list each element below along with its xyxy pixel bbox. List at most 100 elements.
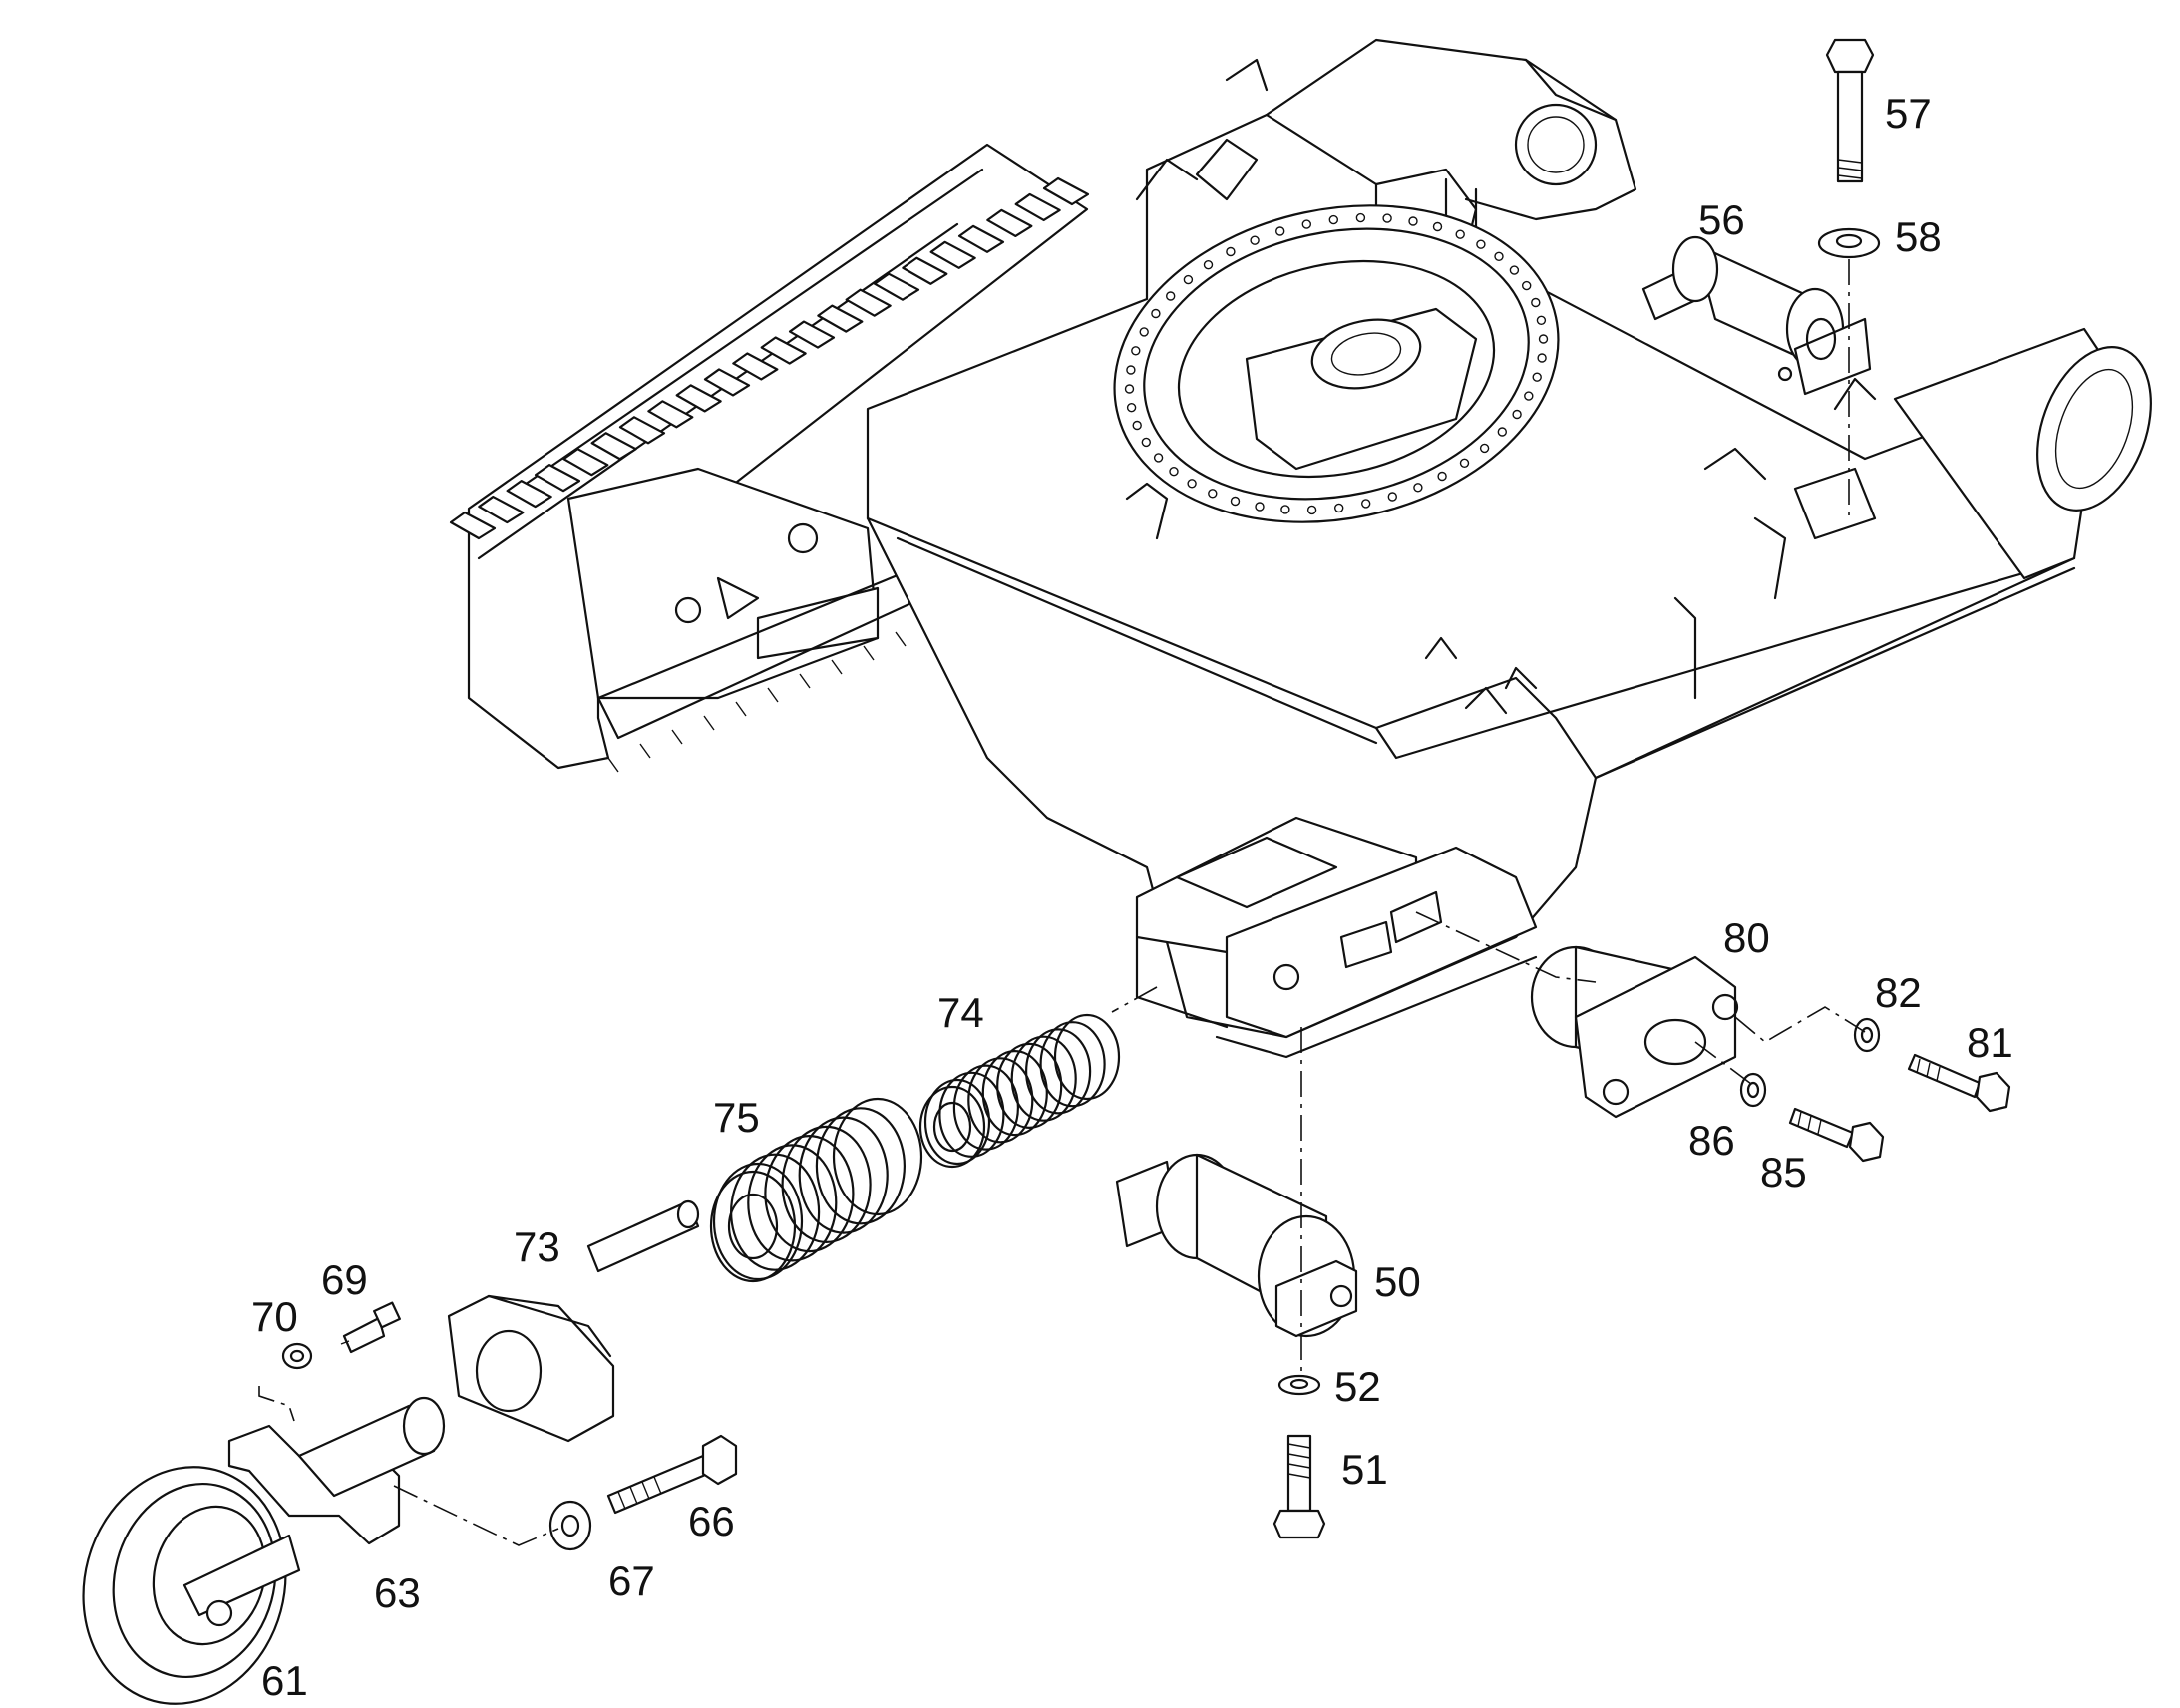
ring-bolt-hole bbox=[1360, 499, 1371, 509]
callout-74: 74 bbox=[937, 989, 984, 1036]
track-frame-front bbox=[1135, 816, 1538, 1059]
track-shoe bbox=[478, 495, 525, 524]
ring-bolt-hole bbox=[1250, 235, 1260, 245]
track-shoe bbox=[845, 288, 892, 317]
ring-bolt-hole bbox=[1432, 221, 1443, 232]
callout-85: 85 bbox=[1760, 1149, 1807, 1196]
spring-coil bbox=[798, 1116, 889, 1234]
callout-82: 82 bbox=[1875, 969, 1922, 1016]
track-shoe bbox=[1042, 176, 1090, 206]
side-frame-beam bbox=[1673, 327, 2152, 700]
callout-58: 58 bbox=[1895, 213, 1942, 260]
part-56-carrier-roller bbox=[1641, 235, 1872, 396]
track-grouser bbox=[639, 743, 651, 759]
track-shoe bbox=[986, 208, 1033, 238]
ring-bolt-hole bbox=[1355, 212, 1366, 223]
ring-bolt-hole bbox=[1230, 496, 1241, 507]
callout-56: 56 bbox=[1698, 196, 1745, 243]
ring-bolt-hole bbox=[1131, 346, 1141, 356]
callout-70: 70 bbox=[251, 1293, 298, 1340]
ring-bolt-hole bbox=[1274, 226, 1285, 236]
spring-coil bbox=[923, 1078, 991, 1166]
spring-coil bbox=[781, 1125, 872, 1244]
ring-bolt-hole bbox=[1479, 443, 1490, 454]
ring-bolt-hole bbox=[1151, 308, 1161, 319]
track-shoe bbox=[760, 336, 807, 365]
callout-73: 73 bbox=[514, 1223, 560, 1270]
track-shoe bbox=[732, 352, 779, 381]
callout-labels: 57 56 58 80 82 81 86 85 74 75 50 52 51 7… bbox=[251, 90, 2013, 1704]
ring-bolt-hole bbox=[1301, 219, 1312, 229]
part-75-recoil-spring bbox=[709, 1097, 923, 1283]
ring-bolt-hole bbox=[1132, 420, 1142, 431]
track-shoe bbox=[957, 224, 1005, 253]
ring-bolt-hole bbox=[1524, 391, 1534, 401]
part-85-bolt bbox=[1788, 1107, 1885, 1163]
ring-bolt-hole bbox=[1153, 453, 1164, 463]
ring-bolt-hole bbox=[1459, 458, 1470, 468]
track-grouser bbox=[831, 659, 843, 675]
callout-57: 57 bbox=[1885, 90, 1932, 137]
ring-bolt-hole bbox=[1280, 505, 1290, 514]
track-shoe bbox=[618, 416, 666, 445]
part-69-grease-fitting bbox=[340, 1301, 401, 1354]
part-70-washer bbox=[281, 1342, 313, 1370]
ring-bolt-hole bbox=[1382, 213, 1392, 223]
callout-61: 61 bbox=[261, 1657, 308, 1704]
track-shoe bbox=[675, 384, 722, 413]
track-shoe bbox=[562, 448, 609, 477]
part-73-spring-plate-rod bbox=[447, 1199, 700, 1443]
ring-bolt-hole bbox=[1455, 229, 1465, 239]
track-grouser bbox=[607, 757, 619, 773]
callout-66: 66 bbox=[688, 1498, 735, 1544]
mounting-brackets bbox=[1125, 138, 1877, 715]
spring-coil bbox=[1053, 1013, 1121, 1101]
callout-52: 52 bbox=[1334, 1363, 1381, 1410]
part-51-bolt bbox=[1272, 1434, 1326, 1539]
part-82-washer bbox=[1853, 1017, 1881, 1053]
part-80-flange-bushing bbox=[1530, 945, 1739, 1119]
track-shoe bbox=[506, 479, 552, 509]
track-shoe bbox=[788, 320, 836, 349]
ring-bolt-hole bbox=[1126, 365, 1136, 375]
track-grouser bbox=[703, 715, 715, 731]
part-66-bolt bbox=[606, 1434, 738, 1515]
part-50-track-roller bbox=[1115, 1153, 1358, 1338]
ring-bolt-hole bbox=[1306, 505, 1317, 515]
swing-bearing-ring bbox=[1113, 204, 1560, 523]
track-shoe bbox=[902, 256, 948, 285]
track-grouser bbox=[863, 645, 875, 661]
spring-coil bbox=[764, 1134, 855, 1253]
ring-bolt-hole bbox=[1124, 384, 1135, 394]
spring-coil bbox=[815, 1107, 907, 1225]
ring-bolt-hole bbox=[1226, 246, 1236, 257]
spring-coil bbox=[1024, 1028, 1092, 1115]
undercarriage-frame bbox=[449, 38, 2152, 1059]
ring-bolt-hole bbox=[1387, 492, 1398, 502]
spring-coil bbox=[729, 1153, 821, 1271]
ring-bolt-hole bbox=[1537, 353, 1547, 363]
ring-bolt-hole bbox=[1165, 291, 1176, 301]
part-67-washer bbox=[548, 1500, 592, 1551]
spring-coil bbox=[712, 1162, 804, 1281]
ring-bolt-hole bbox=[1536, 315, 1547, 325]
ring-bolt-hole bbox=[1497, 427, 1508, 437]
callout-50: 50 bbox=[1374, 1258, 1421, 1305]
part-81-bolt bbox=[1907, 1053, 2011, 1113]
ring-bolt-hole bbox=[1187, 479, 1197, 489]
ring-bolt-hole bbox=[1532, 372, 1542, 382]
ring-bolt-hole bbox=[1531, 297, 1541, 308]
track-shoe bbox=[647, 400, 694, 429]
track-shoe bbox=[449, 511, 497, 540]
spring-coil bbox=[952, 1064, 1020, 1151]
ring-bolt-hole bbox=[1509, 265, 1520, 275]
track-shoe bbox=[1014, 192, 1061, 222]
track-shoe bbox=[817, 304, 864, 333]
callout-63: 63 bbox=[374, 1569, 421, 1616]
ring-bolt-hole bbox=[1512, 409, 1522, 420]
callout-81: 81 bbox=[1967, 1019, 2013, 1066]
track-shoe bbox=[873, 272, 920, 301]
ring-bolt-hole bbox=[1437, 471, 1447, 482]
ring-bolt-hole bbox=[1328, 214, 1339, 225]
